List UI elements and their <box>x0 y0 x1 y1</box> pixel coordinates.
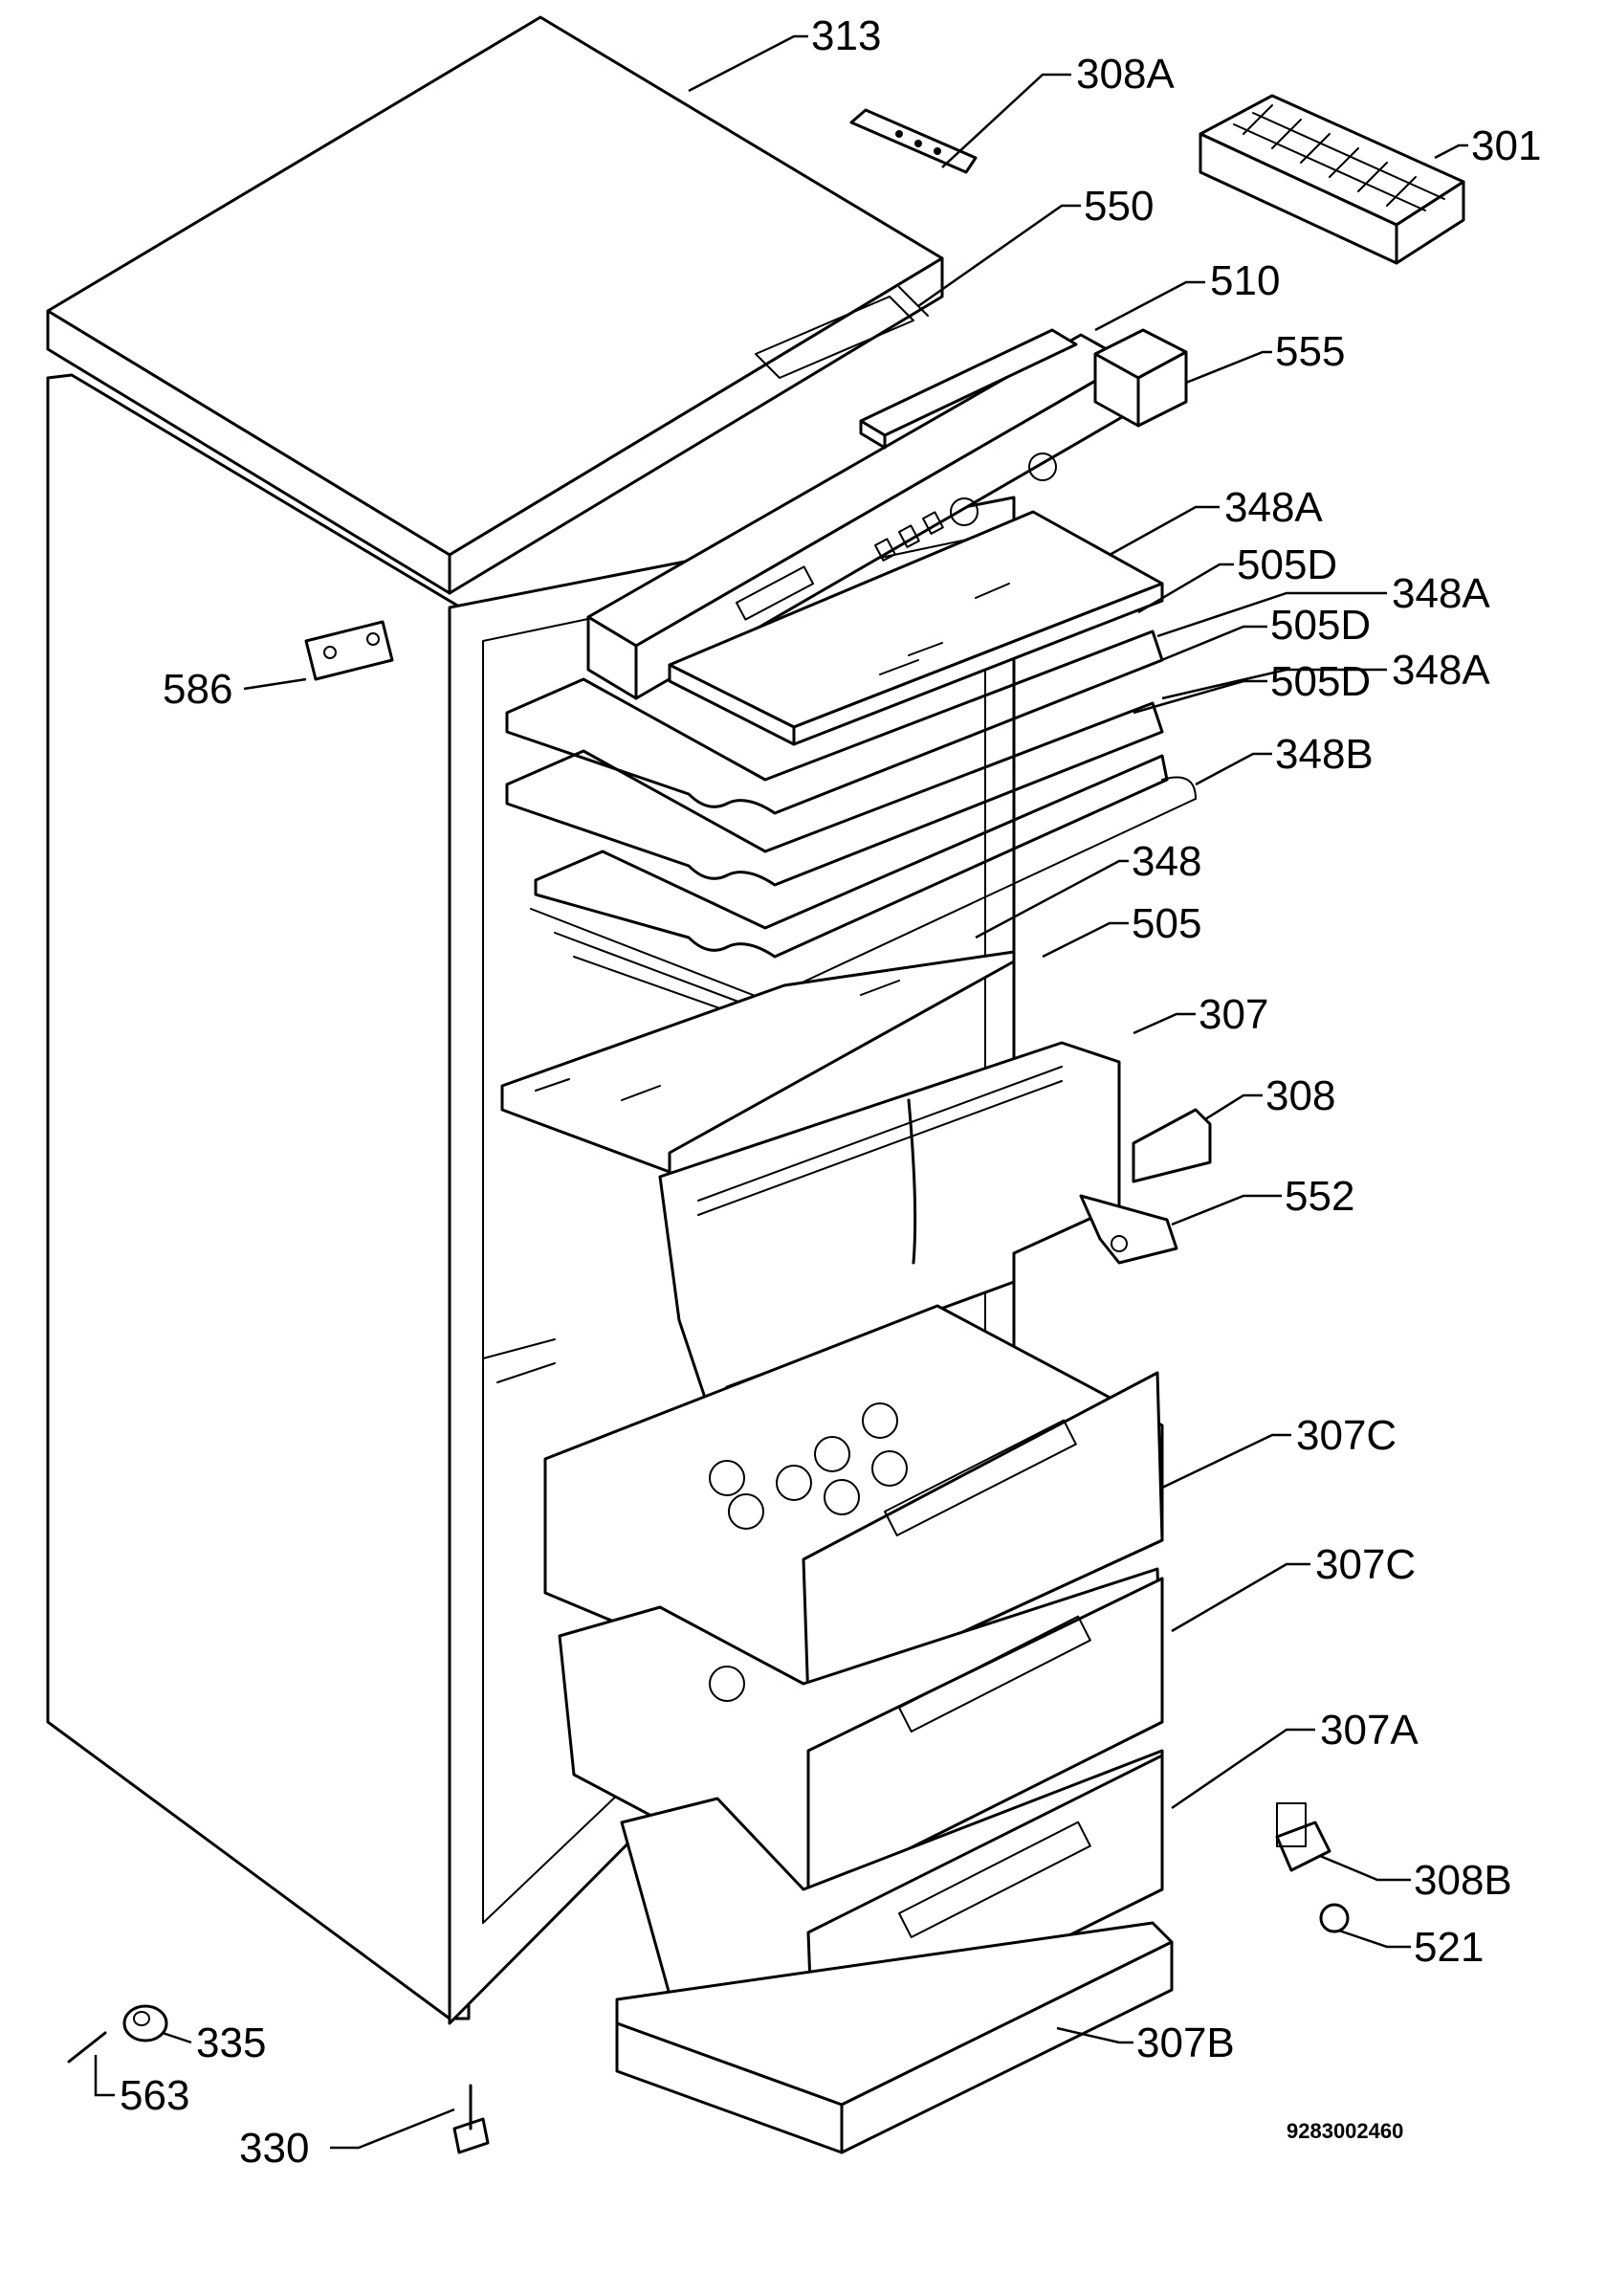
shelf-frame-505d-1 <box>505 629 1164 815</box>
label-552: 552 <box>1285 1173 1354 1220</box>
label-348: 348 <box>1132 838 1201 885</box>
label-586: 586 <box>163 666 232 713</box>
glass-shelf-348a-2 <box>505 701 1164 887</box>
label-307c-1: 307C <box>1296 1412 1397 1459</box>
bracket-586 <box>304 620 394 681</box>
label-348b: 348B <box>1275 731 1374 778</box>
foot-521 <box>1319 1903 1350 1933</box>
ice-tray-301 <box>1199 94 1465 265</box>
hinge-308 <box>1132 1108 1212 1183</box>
label-308: 308 <box>1265 1072 1335 1119</box>
label-563: 563 <box>120 2072 189 2119</box>
label-307a: 307A <box>1320 1707 1419 1754</box>
label-348a-3: 348A <box>1392 647 1490 694</box>
label-307: 307 <box>1199 991 1268 1038</box>
label-505: 505 <box>1132 900 1201 947</box>
leader-lines <box>94 34 1468 2150</box>
hinge-308b <box>1275 1802 1331 1872</box>
control-panel-510 <box>586 333 1131 700</box>
drawing-number: 9283002460 <box>1287 2119 1403 2143</box>
drawer-tray-307b <box>615 1921 1174 2154</box>
shelf-frame-505d-2 <box>534 754 1169 959</box>
hinge-plate-308a <box>849 108 978 174</box>
top-cover-313 <box>46 15 944 595</box>
label-308a: 308A <box>1076 51 1175 98</box>
label-505d-1: 505D <box>1237 541 1337 588</box>
callout-labels: 313 308A 301 550 510 555 348A 505D 348A … <box>120 12 1541 2172</box>
spacer-335 <box>122 2004 168 2042</box>
pin-563 <box>67 2031 107 2064</box>
label-505d-3: 505D <box>1270 658 1371 705</box>
label-313: 313 <box>811 12 881 59</box>
label-335: 335 <box>196 2020 266 2066</box>
label-510: 510 <box>1210 257 1280 304</box>
hinge-pin-552 <box>1079 1194 1178 1265</box>
label-550: 550 <box>1084 183 1154 230</box>
label-505d-2: 505D <box>1270 602 1371 649</box>
label-330: 330 <box>239 2125 309 2172</box>
cover-550 <box>859 328 1078 450</box>
label-348a-2: 348A <box>1392 570 1490 617</box>
freezer-drawer-307c-1 <box>543 1304 1164 1705</box>
label-307c-2: 307C <box>1315 1541 1416 1588</box>
label-307b: 307B <box>1136 2020 1235 2066</box>
label-301: 301 <box>1471 122 1541 169</box>
lamp-housing-555 <box>1093 328 1188 428</box>
crisper-drawer-307 <box>658 1041 1121 1408</box>
glass-shelf-348a-1 <box>668 510 1164 746</box>
label-521: 521 <box>1414 1924 1484 1971</box>
label-555: 555 <box>1275 328 1345 375</box>
adjustable-foot-330 <box>452 2084 490 2154</box>
label-348a-1: 348A <box>1224 484 1323 531</box>
label-308b: 308B <box>1414 1857 1512 1904</box>
glass-shelf-348 <box>500 950 1016 1174</box>
